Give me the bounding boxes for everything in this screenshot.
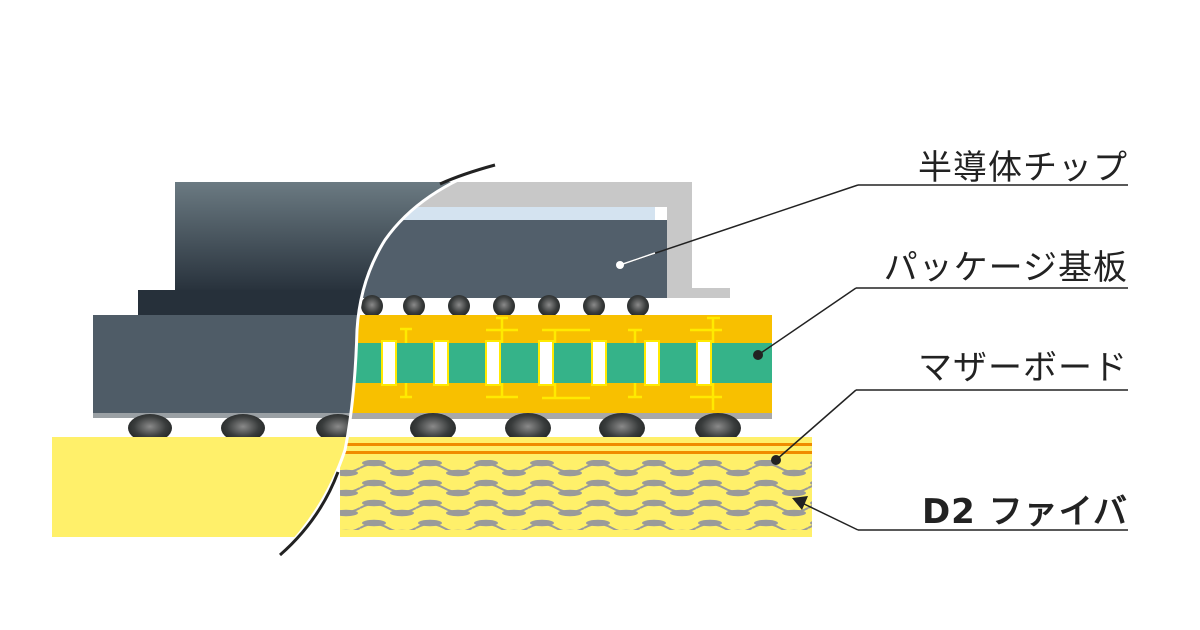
label-d2-fiber: D2 ファイバ	[921, 492, 1128, 532]
section-cut-line	[278, 163, 496, 557]
leader-lines	[619, 184, 1128, 531]
solder-balls	[410, 413, 741, 443]
label-motherboard: マザーボード	[918, 348, 1128, 388]
d2-fiber-weave	[340, 460, 812, 530]
cross-section-view	[340, 182, 840, 537]
label-semiconductor-chip: 半導体チップ	[918, 148, 1128, 188]
micro-bumps	[361, 295, 649, 317]
label-package-substrate: パッケージ基板	[883, 248, 1128, 288]
semiconductor-chip	[340, 220, 667, 298]
